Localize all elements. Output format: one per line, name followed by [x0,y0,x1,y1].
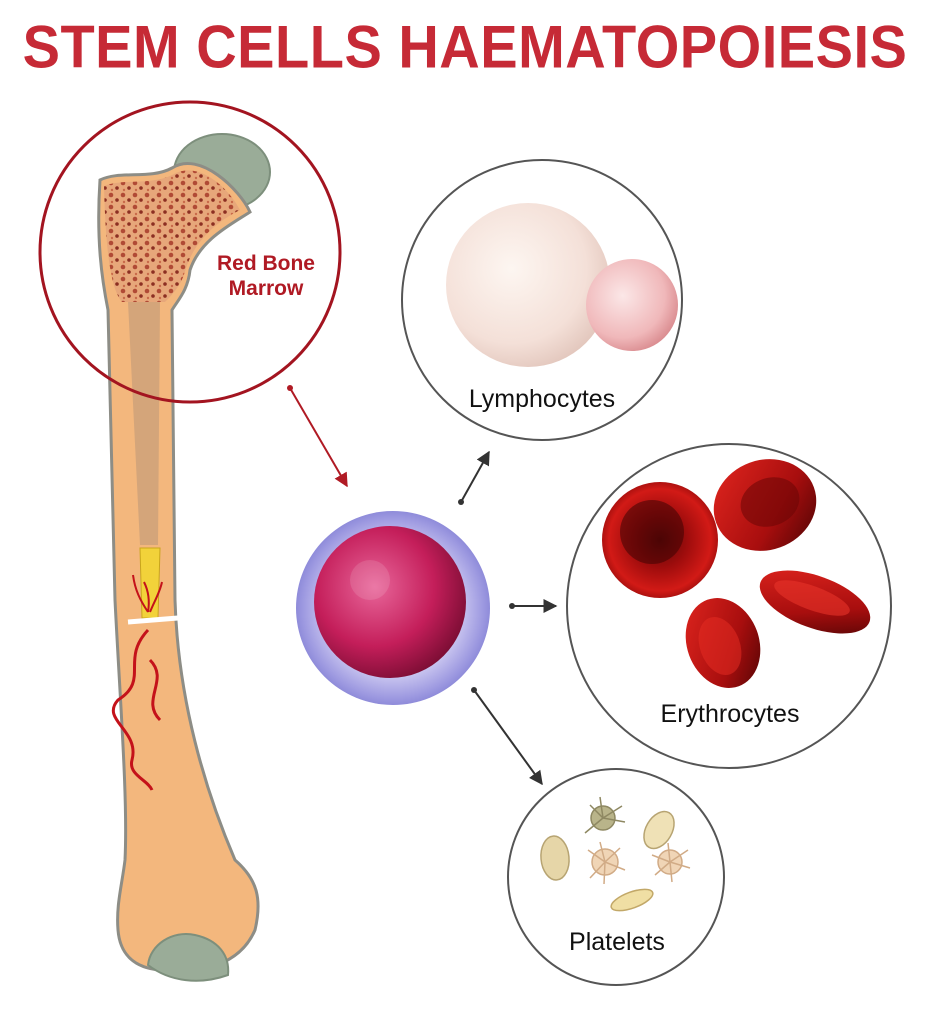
marrow-zoom-circle [38,100,342,404]
stem-cell [296,511,490,705]
red-bone-marrow-label-line2: Marrow [228,277,304,300]
erythrocyte-front [602,482,718,598]
platelets-label: Platelets [569,928,665,956]
lymphocyte-large [446,203,610,367]
erythrocyte-side-right [759,570,871,634]
bone-cut-line [127,615,179,625]
blood-vessel-upper [132,574,163,613]
lymphocyte-small [586,259,678,351]
stem-cell-nucleus [314,526,466,678]
lymphocytes-label: Lymphocytes [468,385,616,413]
distal-cartilage [146,933,230,982]
red-bone-marrow-label-line1: Red Bone [216,252,315,275]
platelet-oval-top-right [643,810,675,850]
erythrocytes-label: Erythrocytes [660,700,800,728]
platelet-activated-top [584,796,626,834]
medullary-cavity [128,302,160,545]
platelets-panel [507,768,725,986]
arrow-to-platelets [473,689,543,786]
stem-cell-highlight [350,560,390,600]
red-bone-marrow-label: Red Bone Marrow [196,251,336,301]
erythrocyte-side-bottom [685,598,761,688]
yellow-marrow [139,547,161,619]
erythrocytes-panel [566,443,892,769]
platelet-activated-center [587,841,626,885]
marrow-to-stem-arrow [289,387,348,488]
spongy-bone-red-marrow [104,170,240,302]
lymphocytes-panel [401,159,683,441]
platelet-elongated [610,888,654,912]
platelet-activated-right [651,842,691,883]
erythrocyte-tilted-top [713,459,817,551]
femur-bone [97,133,271,982]
page-title: STEM CELLS HAEMATOPOIESIS [22,12,908,81]
blood-vessel-lower [111,628,162,791]
arrow-to-lymphocytes [460,450,490,503]
platelet-oval-left [540,835,570,881]
